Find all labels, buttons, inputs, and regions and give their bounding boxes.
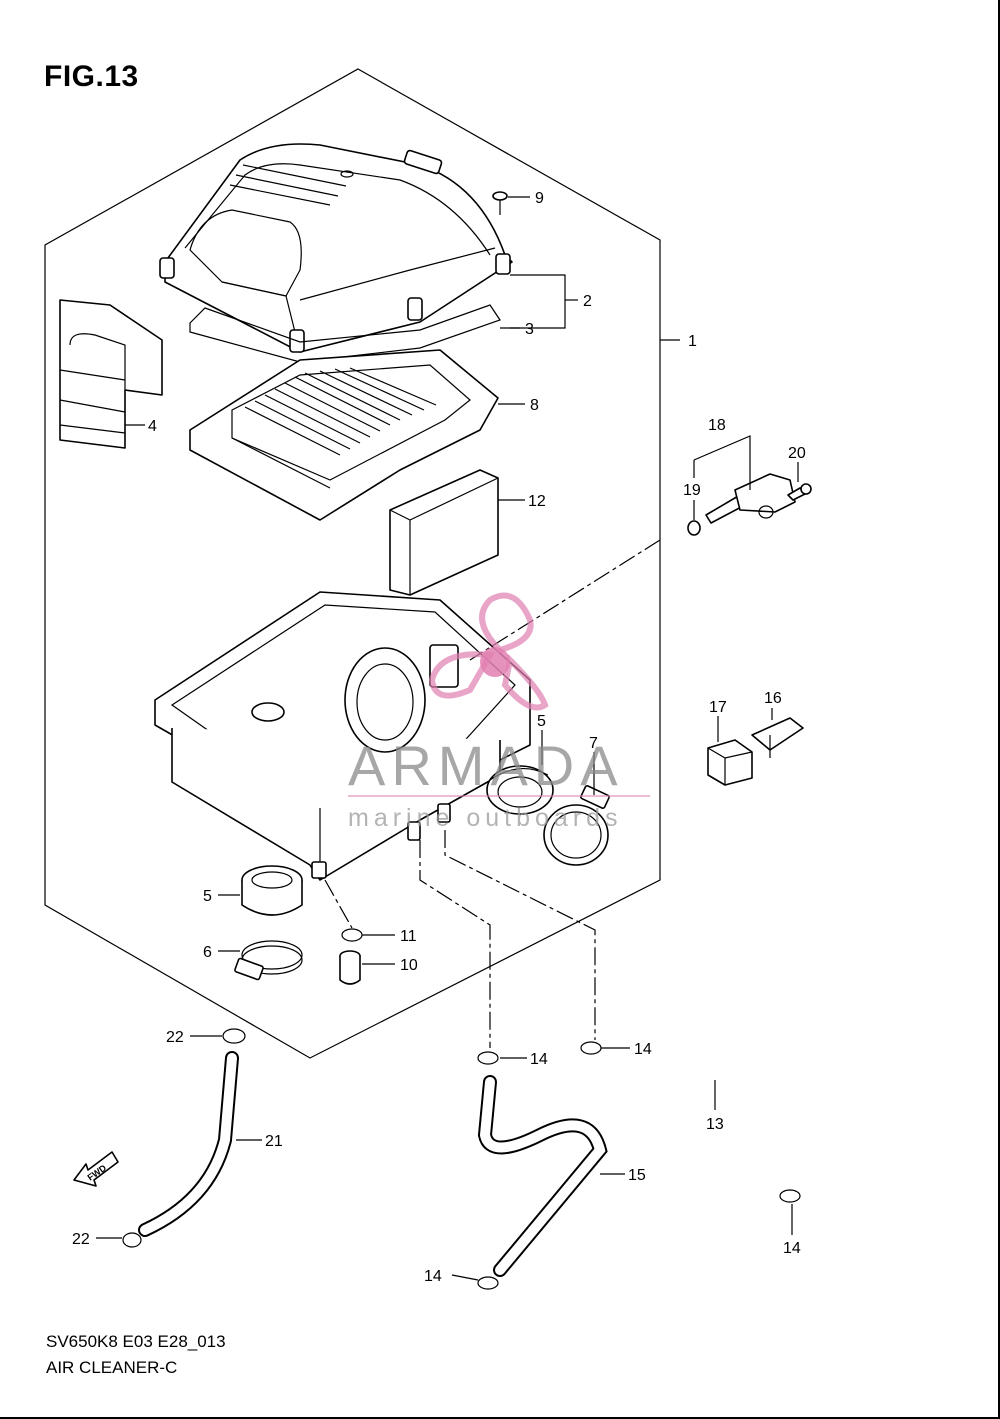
callout-4: 4 <box>148 418 157 435</box>
part-screw-20 <box>787 483 812 501</box>
part-clip-14b <box>580 1041 602 1055</box>
diagram-code: SV650K8 E03 E28_013 <box>46 1332 226 1351</box>
callout-18: 18 <box>708 417 726 434</box>
part-joint-5-right <box>486 765 554 815</box>
part-plug-10 <box>339 950 361 985</box>
callout-6: 6 <box>203 944 212 961</box>
part-intake-duct <box>59 299 163 449</box>
part-filter-element <box>189 349 499 521</box>
callout-13: 13 <box>706 1116 724 1133</box>
callout-8: 8 <box>530 397 539 414</box>
callout-9: 9 <box>535 190 544 207</box>
filter-pleats <box>244 367 437 456</box>
leader-lines <box>96 196 799 1281</box>
callout-12: 12 <box>528 493 546 510</box>
part-clip-22a <box>222 1028 246 1044</box>
callout-labels: 1 2 3 4 5 5 6 7 8 9 10 11 12 13 14 14 14… <box>72 190 806 1285</box>
part-hose-21-inner <box>140 1053 237 1235</box>
callout-14c: 14 <box>783 1240 801 1257</box>
callout-20: 20 <box>788 445 806 462</box>
figure-title: FIG.13 <box>44 60 139 93</box>
part-clamp-6 <box>234 940 303 981</box>
part-clip-14d <box>477 1276 499 1290</box>
fwd-arrow-icon: FWD <box>73 1151 119 1187</box>
part-clamp-7 <box>543 785 610 866</box>
callout-14d: 14 <box>424 1268 442 1285</box>
callout-21: 21 <box>265 1133 283 1150</box>
part-seal-3 <box>189 304 501 363</box>
callout-22a: 22 <box>166 1029 184 1046</box>
callout-1: 1 <box>688 333 697 350</box>
part-case-body <box>154 591 531 881</box>
assembly-dash-lines <box>324 539 661 1048</box>
part-screw-9 <box>492 191 508 215</box>
callout-11: 11 <box>400 928 417 945</box>
callout-5-right: 5 <box>537 713 546 730</box>
part-clip-14a <box>477 1051 499 1065</box>
watermark-tagline: marine outboards <box>348 804 623 832</box>
part-hose-15-inner <box>479 1077 606 1275</box>
callout-7: 7 <box>589 735 598 752</box>
propeller-hub-icon <box>480 647 510 677</box>
callout-10: 10 <box>400 957 418 974</box>
callout-22b: 22 <box>72 1231 90 1248</box>
diagram-name: AIR CLEANER-C <box>46 1358 178 1377</box>
callout-5-left: 5 <box>203 888 212 905</box>
callout-19: 19 <box>683 482 701 499</box>
callout-17: 17 <box>709 699 727 716</box>
assembly-boundary <box>44 68 661 1059</box>
watermark: ARMADA marine outboards <box>348 592 650 832</box>
part-clip-22b <box>122 1232 142 1248</box>
callout-15: 15 <box>628 1167 646 1184</box>
part-joint-5-left <box>241 865 303 916</box>
callout-14a: 14 <box>530 1051 548 1068</box>
part-hose-13-inner <box>587 994 861 1180</box>
part-foam-12 <box>389 469 499 596</box>
part-connector-17 <box>707 739 753 786</box>
callout-14b: 14 <box>634 1041 652 1058</box>
callout-16: 16 <box>764 690 782 707</box>
part-clip-11 <box>341 928 363 942</box>
callout-3: 3 <box>525 321 534 338</box>
watermark-brand: ARMADA <box>348 734 624 797</box>
part-connector-16 <box>751 717 804 758</box>
part-oring-19 <box>687 520 701 536</box>
propeller-logo-icon <box>428 592 549 711</box>
part-lid <box>159 143 513 353</box>
callout-2: 2 <box>583 293 592 310</box>
part-clip-14c <box>779 1189 801 1203</box>
